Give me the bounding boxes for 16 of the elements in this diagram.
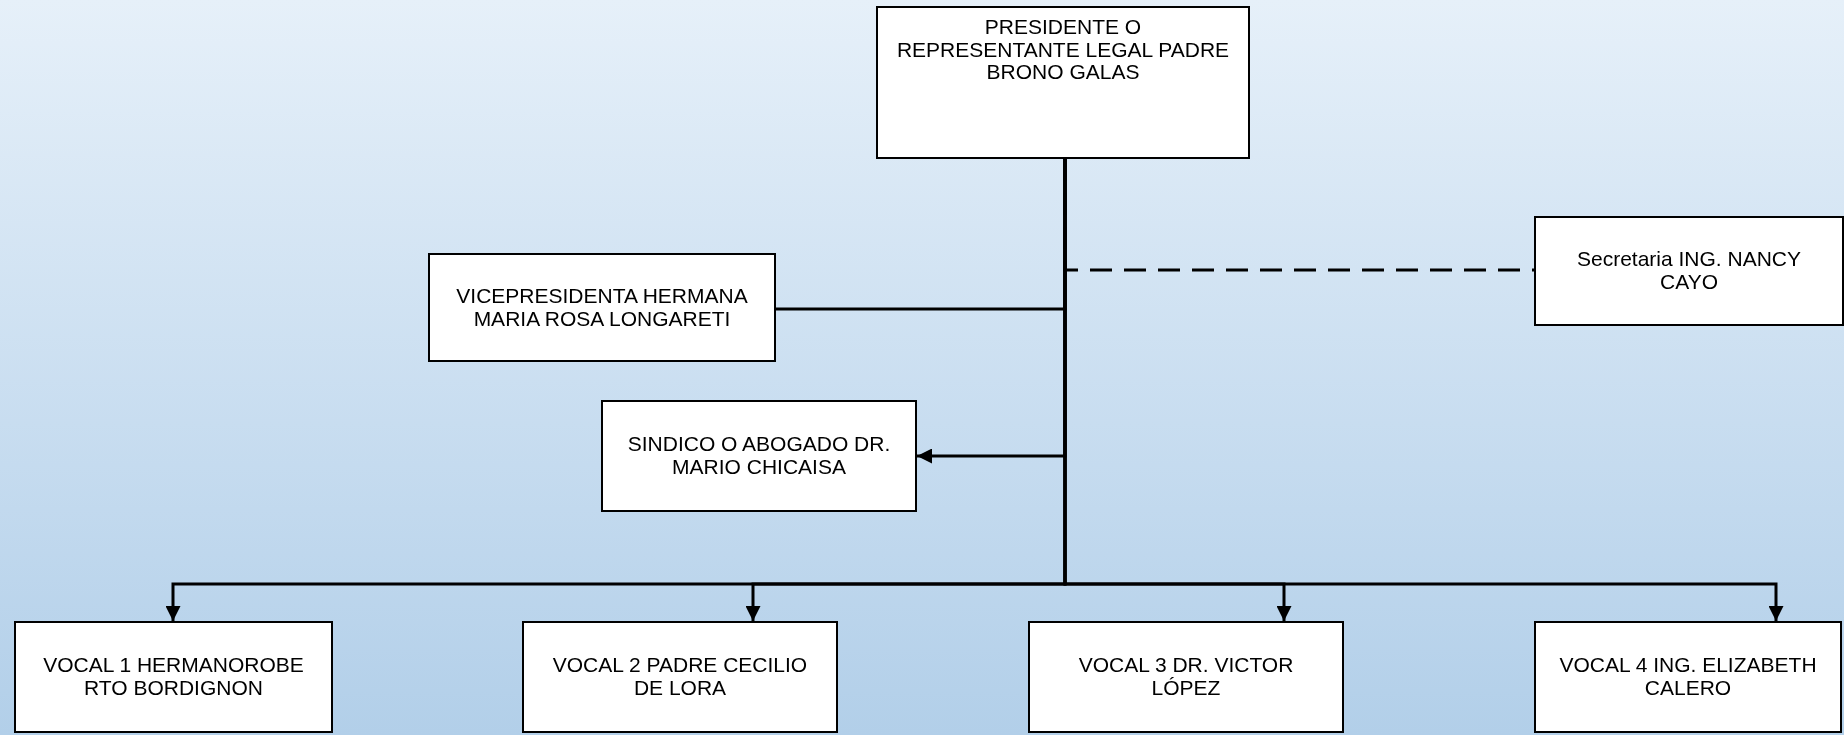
org-box xyxy=(876,6,1250,159)
box-text: VICEPRESIDENTA HERMANA MARIA ROSA LONGARETI xyxy=(455,284,749,331)
org-box xyxy=(601,400,917,512)
org-box xyxy=(1028,621,1344,733)
box-text: VOCAL 2 PADRE CECILIO DE LORA xyxy=(551,654,809,700)
org-box xyxy=(428,253,776,362)
box-text: VOCAL 4 ING. ELIZABETH CALERO xyxy=(1558,654,1818,700)
org-box xyxy=(522,621,838,733)
org-box xyxy=(1534,216,1844,326)
box-text: Secretaria ING. NANCY CAYO xyxy=(1575,248,1803,294)
box-text: VOCAL 1 HERMANOROBE RTO BORDIGNON xyxy=(42,654,305,700)
box-text: VOCAL 3 DR. VICTOR LÓPEZ xyxy=(1077,654,1295,700)
box-text: PRESIDENTE O REPRESENTANTE LEGAL PADRE BRONO GALAS xyxy=(895,16,1231,84)
org-box xyxy=(14,621,333,733)
box-text: SINDICO O ABOGADO DR. MARIO CHICAISA xyxy=(626,433,892,479)
org-box xyxy=(1534,621,1842,733)
